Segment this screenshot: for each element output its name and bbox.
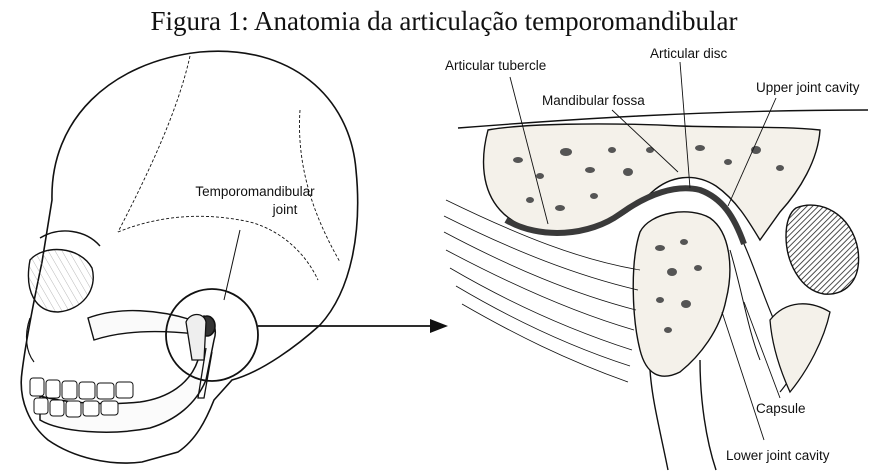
mandible-neck: [650, 370, 668, 470]
zoom-arrowhead: [430, 319, 448, 333]
tmj-callout-line1: Temporomandibular: [195, 184, 315, 199]
label-lower-joint-cavity: Lower joint cavity: [726, 448, 830, 463]
leader-lower-joint-cavity: [722, 312, 764, 440]
label-articular-disc: Articular disc: [650, 46, 728, 61]
mandible-neck-back: [700, 360, 716, 470]
tmj-callout-line2: joint: [272, 202, 298, 217]
label-upper-joint-cavity: Upper joint cavity: [756, 80, 860, 95]
skull-drawing: [21, 51, 448, 463]
mandibular-condyle: [633, 212, 730, 376]
label-capsule: Capsule: [756, 401, 806, 416]
label-articular-tubercle: Articular tubercle: [445, 58, 546, 73]
tympanic-plate: [770, 304, 830, 392]
label-mandibular-fossa: Mandibular fossa: [542, 93, 645, 108]
ear-canal: [786, 205, 859, 294]
